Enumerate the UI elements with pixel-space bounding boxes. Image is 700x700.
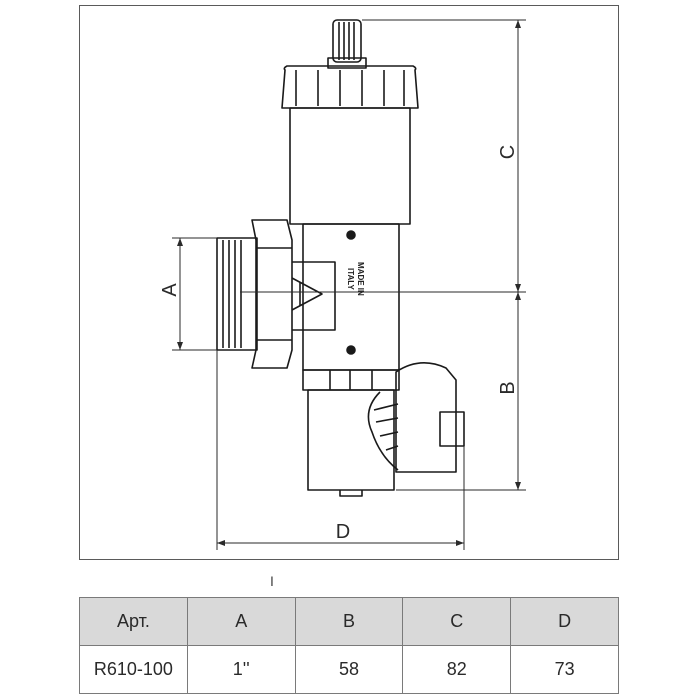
header-b: B bbox=[294, 597, 404, 646]
table-row: R610-100 1'' 58 82 73 bbox=[79, 645, 619, 694]
dim-label-c: C bbox=[497, 145, 519, 159]
dim-label-a: A bbox=[159, 283, 181, 297]
dim-label-d: D bbox=[336, 521, 350, 543]
header-d: D bbox=[510, 597, 619, 646]
spec-table: Арт. A B C D R610-100 1'' 58 82 73 bbox=[79, 597, 619, 694]
vent-cap bbox=[327, 19, 367, 69]
drawing-frame bbox=[79, 5, 619, 560]
header-c: C bbox=[402, 597, 512, 646]
inlet-branch bbox=[216, 219, 336, 369]
float-chamber bbox=[289, 107, 411, 225]
lower-nut bbox=[302, 369, 400, 391]
text-cursor-icon: I bbox=[270, 573, 274, 589]
chamber-nut bbox=[281, 65, 419, 109]
dim-label-b: B bbox=[497, 381, 519, 394]
side-valve bbox=[367, 362, 465, 473]
shutoff-body bbox=[307, 389, 395, 491]
cell-a: 1'' bbox=[186, 645, 296, 694]
spec-header-row: Арт. A B C D bbox=[79, 597, 619, 646]
svg-text:MADE IN: MADE IN bbox=[356, 262, 365, 296]
cell-article: R610-100 bbox=[79, 645, 188, 694]
svg-text:ITALY: ITALY bbox=[346, 268, 355, 290]
cell-d: 73 bbox=[510, 645, 619, 694]
cell-c: 82 bbox=[402, 645, 512, 694]
cell-b: 58 bbox=[294, 645, 404, 694]
made-in-italy-stamp: MADE IN ITALY bbox=[346, 262, 365, 296]
header-a: A bbox=[186, 597, 296, 646]
header-art: Арт. bbox=[79, 597, 188, 646]
